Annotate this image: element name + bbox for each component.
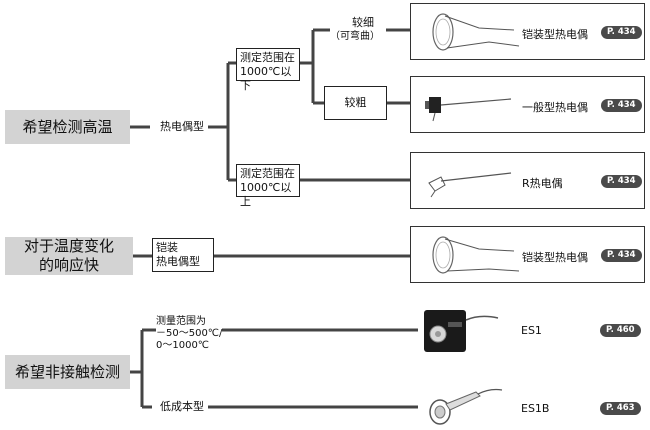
branch-thin-line2: （可弯曲）: [330, 31, 380, 42]
branch-measure-range-line3: 0～1000℃: [156, 340, 210, 351]
branch-measure-range-line1: 测量范围为: [156, 316, 206, 327]
product-card-sheathed-2[interactable]: 铠装型热电偶 P. 434: [410, 226, 645, 283]
branch-thin-line1: 较细: [352, 16, 374, 29]
product-name: ES1B: [521, 402, 550, 415]
need-high-temperature: 希望检测高温: [5, 110, 130, 144]
es1b-sensor-icon: [429, 388, 503, 425]
page-badge[interactable]: P. 434: [601, 175, 642, 188]
sheathed-thermocouple-icon: [432, 13, 520, 51]
branch-thick: 较粗: [324, 86, 387, 120]
branch-range-below-1000-line2: 1000℃以下: [240, 65, 292, 92]
branch-low-cost: 低成本型: [158, 400, 206, 414]
page-badge[interactable]: P. 434: [601, 26, 642, 39]
product-name: 一般型热电偶: [522, 101, 588, 114]
branch-measure-range: 测量范围为 －50～500℃/ 0～1000℃: [156, 316, 223, 352]
need-non-contact: 希望非接触检测: [5, 355, 130, 389]
branch-sheathed-line1: 铠装: [156, 241, 178, 254]
product-name: R热电偶: [522, 177, 563, 190]
es1-sensor-icon: [424, 310, 499, 352]
general-thermocouple-icon: [425, 97, 512, 122]
need-high-temperature-label: 希望检测高温: [22, 117, 113, 136]
branch-range-above-1000-line2: 1000℃以上: [240, 181, 292, 208]
branch-thick-label: 较粗: [344, 96, 367, 109]
product-name: 铠装型热电偶: [522, 251, 588, 264]
branch-sheathed-line2: 热电偶型: [156, 255, 200, 268]
page-badge[interactable]: P. 434: [601, 99, 642, 112]
branch-range-below-1000-line1: 测定范围在: [240, 51, 295, 64]
branch-range-above-1000-line1: 测定范围在: [240, 167, 295, 180]
need-non-contact-label: 希望非接触检测: [14, 362, 120, 381]
product-card-sheathed-1[interactable]: 铠装型热电偶 P. 434: [410, 3, 645, 60]
sheathed-thermocouple-icon: [432, 236, 520, 274]
need-fast-response: 对于温度变化 的响应快: [5, 237, 133, 275]
product-es1[interactable]: ES1 P. 460: [418, 304, 648, 358]
need-fast-response-line2: 的响应快: [38, 256, 99, 274]
branch-thermocouple: 热电偶型: [158, 120, 206, 134]
product-es1b[interactable]: ES1B P. 463: [418, 382, 648, 430]
branch-range-above-1000: 测定范围在 1000℃以上: [236, 164, 300, 208]
product-name: ES1: [521, 324, 542, 337]
r-thermocouple-icon: [428, 172, 512, 198]
branch-measure-range-line2: －50～500℃/: [156, 328, 223, 340]
branch-range-below-1000: 测定范围在 1000℃以下: [236, 48, 300, 92]
branch-thin: 较细 （可弯曲）: [330, 16, 380, 44]
page-badge[interactable]: P. 460: [600, 324, 641, 337]
product-name: 铠装型热电偶: [522, 28, 588, 41]
page-badge[interactable]: P. 434: [601, 249, 642, 262]
product-card-general[interactable]: 一般型热电偶 P. 434: [410, 76, 645, 133]
product-card-r-thermocouple[interactable]: R热电偶 P. 434: [410, 152, 645, 209]
branch-sheathed-thermocouple: 铠装 热电偶型: [152, 238, 214, 272]
need-fast-response-line1: 对于温度变化: [23, 237, 114, 255]
page-badge[interactable]: P. 463: [600, 402, 641, 415]
